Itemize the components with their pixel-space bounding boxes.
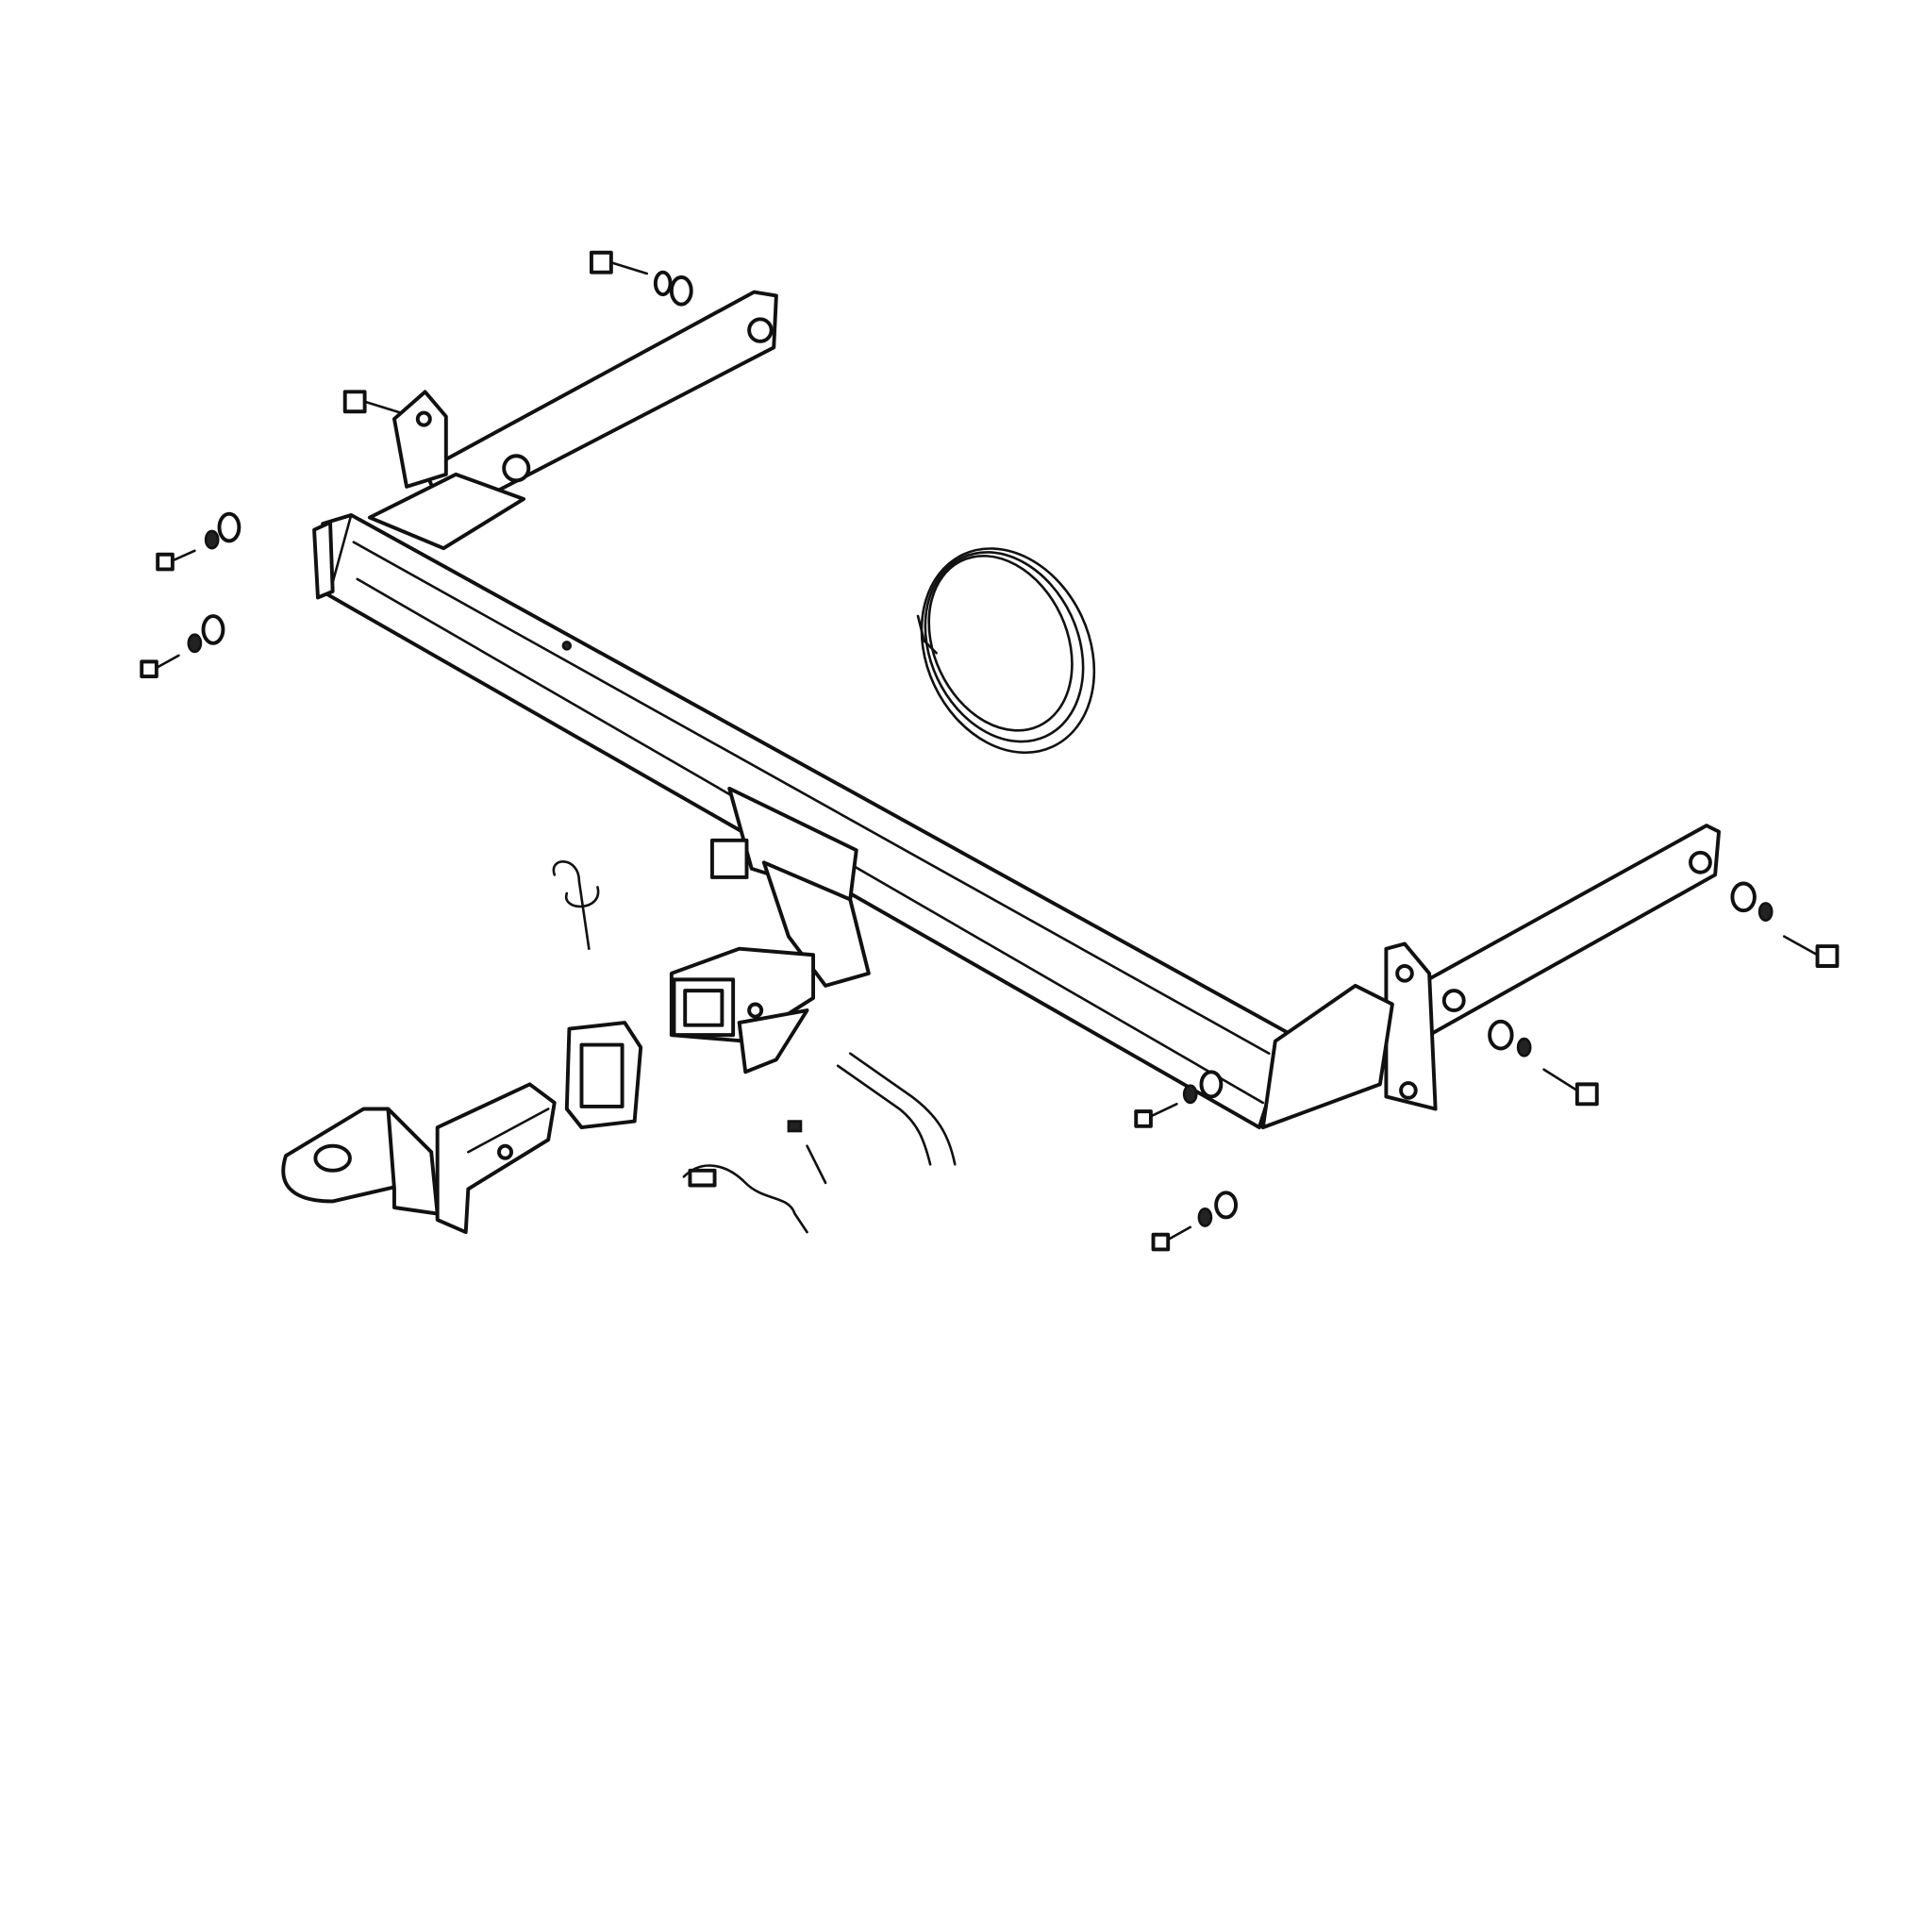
receiver-tube bbox=[669, 786, 871, 1074]
bolt bbox=[140, 614, 225, 679]
wiring-coil bbox=[916, 547, 1096, 755]
wiring-harness bbox=[682, 1120, 827, 1234]
right-side-arm bbox=[1260, 824, 1721, 1130]
bolt bbox=[1730, 881, 1840, 968]
bolt bbox=[1134, 1070, 1224, 1128]
bolt bbox=[1488, 1019, 1599, 1107]
hitch-pin bbox=[836, 1052, 957, 1166]
bolt bbox=[1151, 1191, 1238, 1252]
receiver-cover bbox=[564, 1021, 643, 1130]
bolt bbox=[342, 390, 402, 414]
ball-mount bbox=[281, 1082, 557, 1235]
hitch-pin-clip bbox=[552, 860, 600, 951]
bolts-washers bbox=[140, 250, 1840, 1252]
left-side-arm bbox=[367, 290, 778, 551]
bolt bbox=[156, 511, 242, 572]
bolt bbox=[589, 250, 693, 307]
